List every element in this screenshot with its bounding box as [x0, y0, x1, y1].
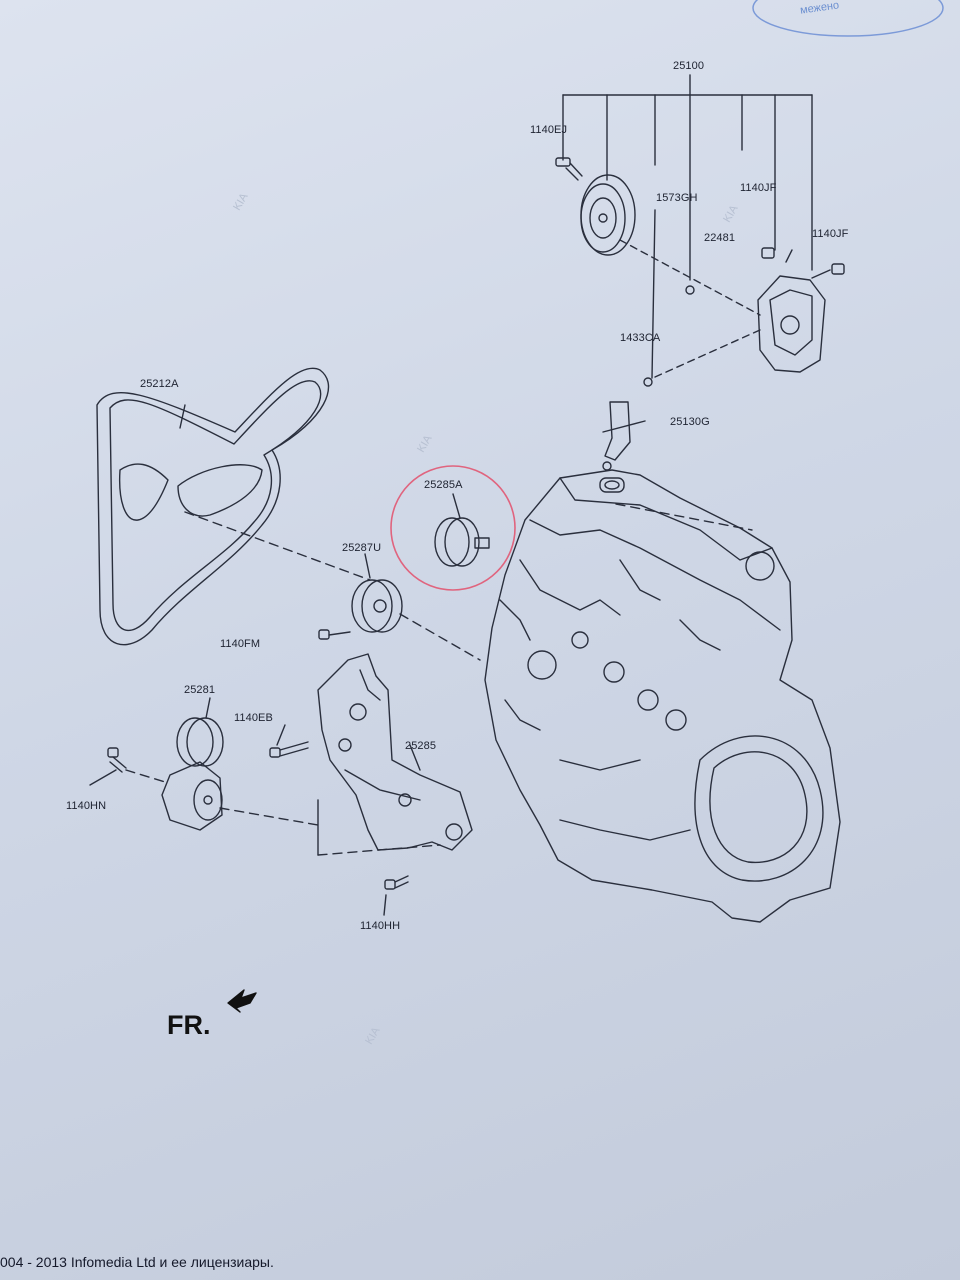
- front-indicator: FR.: [167, 1010, 211, 1040]
- label-1140fm: 1140FM: [220, 638, 261, 650]
- belt-25212a: [96, 367, 371, 646]
- idler-25287u: [351, 553, 481, 661]
- stamp-ellipse: [752, 0, 944, 37]
- label-22481: 22481: [704, 232, 736, 244]
- idler-25285a: [434, 493, 490, 567]
- label-1140eb: 1140EB: [234, 712, 273, 724]
- label-1433ca: 1433CA: [620, 332, 661, 344]
- bolt-1140ej: [555, 157, 583, 181]
- label-25212a: 25212A: [140, 378, 179, 390]
- bracket-25285: [317, 653, 473, 856]
- leader-25100: [562, 74, 813, 433]
- front-arrow: [227, 989, 257, 1013]
- highlight-circle: [390, 465, 516, 591]
- copyright-footer: 004 - 2013 Infomedia Ltd и ее лицензиары…: [0, 1254, 274, 1270]
- bolt-1140hn: [89, 747, 166, 786]
- label-1140hh: 1140HH: [360, 920, 401, 932]
- label-1140ej: 1140EJ: [530, 124, 568, 136]
- label-25130g: 25130G: [670, 416, 710, 428]
- label-25287u: 25287U: [342, 542, 382, 554]
- label-1140hn: 1140HN: [66, 800, 107, 812]
- tensioner-25281: [161, 697, 319, 831]
- label-1140jf-a: 1140JF: [740, 182, 777, 194]
- bracket-25130g: [602, 377, 653, 471]
- pump-body: [654, 247, 845, 378]
- bolt-1140hh: [383, 875, 409, 916]
- label-1140jf-b: 1140JF: [812, 228, 849, 240]
- bolt-1140fm: [318, 629, 351, 640]
- label-25100: 25100: [673, 60, 705, 72]
- label-25285a: 25285A: [424, 479, 463, 491]
- engine-block: [484, 469, 841, 923]
- label-1573gh: 1573GH: [656, 192, 698, 204]
- pulley-25100: [580, 174, 761, 316]
- bolt-1140eb: [269, 724, 309, 758]
- label-25281: 25281: [184, 684, 216, 696]
- label-25285: 25285: [405, 740, 437, 752]
